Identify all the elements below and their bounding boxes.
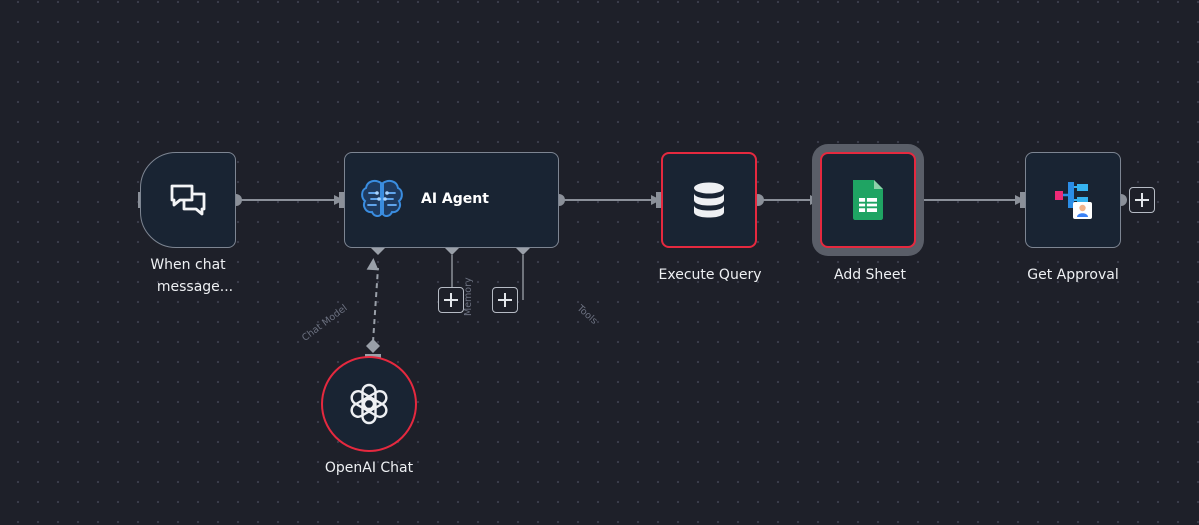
query-input-handle[interactable]	[656, 192, 661, 208]
ai-agent-node[interactable]: AI Agent	[344, 152, 559, 248]
chat-trigger-node[interactable]	[140, 152, 236, 248]
openai-output-diamond[interactable]	[366, 339, 380, 353]
chat-trigger-label: When chat message...	[128, 254, 248, 298]
approval-flow-icon	[1055, 182, 1092, 219]
chat-bubbles-icon	[170, 184, 206, 216]
add-next-node-button[interactable]	[1129, 187, 1155, 213]
openai-chat-label: OpenAI Chat	[324, 460, 414, 476]
execute-query-label: Execute Query	[658, 267, 762, 283]
agent-input-handle[interactable]	[339, 192, 344, 208]
get-approval-label: Get Approval	[1027, 267, 1119, 283]
database-icon	[694, 182, 724, 218]
connection-query-to-sheet[interactable]	[758, 195, 820, 205]
connection-sheet-to-approval[interactable]	[917, 195, 1025, 205]
openai-logo-icon	[350, 383, 388, 425]
sheet-input-handle[interactable]	[815, 192, 820, 208]
add-memory-button[interactable]	[438, 287, 464, 313]
ai-brain-icon	[361, 179, 403, 218]
add-sheet-node[interactable]	[820, 152, 916, 248]
memory-port-label: Memory	[463, 277, 474, 316]
chat-trigger-label-line2: message...	[156, 279, 234, 295]
google-sheets-icon	[853, 180, 883, 220]
openai-chat-node[interactable]	[321, 356, 417, 452]
connection-trigger-to-agent[interactable]	[236, 195, 344, 205]
execute-query-node[interactable]	[661, 152, 757, 248]
add-sheet-label: Add Sheet	[833, 267, 907, 283]
connection-openai-to-agent[interactable]	[366, 258, 380, 343]
get-approval-node[interactable]	[1025, 152, 1121, 248]
add-tool-button[interactable]	[492, 287, 518, 313]
chat-trigger-label-line1: When chat	[150, 257, 226, 273]
approval-input-handle[interactable]	[1020, 192, 1025, 208]
ai-agent-title: AI Agent	[421, 191, 489, 207]
connection-agent-to-query[interactable]	[559, 195, 661, 205]
